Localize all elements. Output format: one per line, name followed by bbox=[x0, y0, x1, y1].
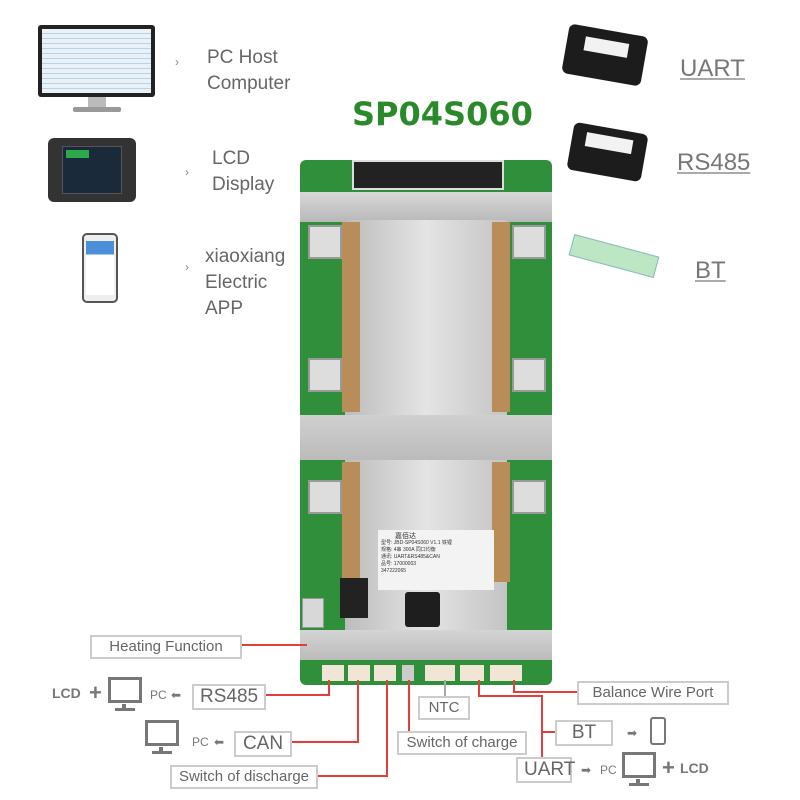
copper-bar bbox=[342, 222, 360, 412]
smartphone-icon bbox=[650, 717, 666, 745]
connector-discharge bbox=[374, 665, 396, 681]
connector-balance bbox=[490, 665, 522, 681]
bt-callout: BT bbox=[555, 720, 613, 746]
product-label-sticker: 嘉佰达 型号: JBD-SP04S060 V1.1 铁锂 规格: 4串 300A… bbox=[378, 530, 494, 590]
uart-label: UART bbox=[680, 55, 745, 82]
model-text: 型号: JBD-SP04S060 V1.1 铁锂 bbox=[381, 540, 452, 546]
pc-host-label: PC Host Computer bbox=[207, 45, 290, 97]
label-line: Display bbox=[212, 174, 275, 195]
chevron-right-icon: › bbox=[185, 260, 189, 274]
mosfet-chip bbox=[405, 592, 440, 627]
terminal-c-minus bbox=[308, 480, 342, 514]
terminal-b-minus bbox=[512, 225, 546, 259]
bt-module-icon bbox=[568, 233, 660, 279]
rs485-box-icon bbox=[566, 121, 649, 183]
lcd-text: LCD bbox=[680, 760, 709, 776]
label-line: xiaoxiang bbox=[205, 246, 286, 267]
bt-label: BT bbox=[695, 257, 726, 284]
copper-bar bbox=[492, 462, 510, 582]
lcd-display-icon bbox=[48, 138, 136, 202]
pc-text: PC bbox=[192, 735, 209, 749]
plus-icon: + bbox=[662, 755, 675, 780]
barcode-text: 347222065 bbox=[381, 568, 407, 574]
monitor-icon bbox=[108, 677, 146, 713]
smartphone-app-icon bbox=[82, 233, 118, 303]
product-title: SP04S060 bbox=[352, 95, 533, 133]
terminal-b-minus bbox=[512, 358, 546, 392]
arrow-right-icon: ➡ bbox=[627, 726, 638, 740]
label-line: LCD bbox=[212, 148, 251, 169]
monitor-icon bbox=[622, 752, 660, 788]
brand-text: 嘉佰达 bbox=[395, 533, 416, 540]
uart-callout: UART bbox=[516, 757, 575, 783]
ntc-callout: NTC bbox=[418, 696, 470, 720]
pc-text: PC bbox=[150, 688, 167, 702]
charge-switch-callout: Switch of charge bbox=[397, 731, 527, 755]
center-shield bbox=[345, 220, 507, 420]
bms-board: 嘉佰达 型号: JBD-SP04S060 V1.1 铁锂 规格: 4串 300A… bbox=[300, 160, 552, 685]
pc-text: PC bbox=[600, 763, 617, 777]
connector-bt-uart bbox=[460, 665, 484, 681]
pc-host-icon bbox=[38, 25, 155, 115]
uart-box-icon bbox=[561, 23, 649, 87]
discharge-switch-callout: Switch of discharge bbox=[170, 765, 318, 789]
copper-bar bbox=[342, 462, 360, 582]
terminal-b-minus bbox=[512, 480, 546, 514]
app-label: xiaoxiang Electric APP bbox=[205, 244, 285, 322]
balance-wire-port-callout: Balance Wire Port bbox=[577, 681, 729, 705]
lcd-display-label: LCD Display bbox=[212, 146, 274, 198]
spec-text: 规格: 4串 300A 同口均衡 bbox=[381, 547, 436, 553]
connector-can bbox=[348, 665, 370, 681]
chevron-right-icon: › bbox=[185, 165, 189, 179]
top-connector bbox=[352, 160, 504, 190]
code-text: 品号: 17000003 bbox=[381, 561, 417, 567]
comm-text: 通讯: UART&RS485&CAN bbox=[381, 554, 440, 560]
monitor-icon bbox=[145, 720, 183, 756]
arrow-left-icon: ⬅ bbox=[171, 688, 182, 702]
heating-pad bbox=[302, 598, 324, 628]
rs485-label: RS485 bbox=[677, 149, 751, 176]
top-shield bbox=[300, 192, 552, 222]
chevron-right-icon: › bbox=[175, 55, 179, 69]
label-line: PC Host bbox=[207, 47, 278, 68]
arrow-right-icon: ➡ bbox=[581, 763, 592, 777]
plus-icon: + bbox=[89, 680, 102, 705]
arrow-left-icon: ⬅ bbox=[214, 735, 225, 749]
middle-shield bbox=[300, 415, 552, 460]
connector-rs485 bbox=[322, 665, 344, 681]
label-line: Computer bbox=[207, 73, 291, 94]
connector-ntc bbox=[425, 665, 455, 681]
label-line: APP bbox=[205, 298, 244, 319]
relay-connector bbox=[340, 578, 368, 618]
label-line: Electric bbox=[205, 272, 268, 293]
terminal-b-minus bbox=[308, 225, 342, 259]
bottom-shield bbox=[300, 630, 552, 660]
terminal-c-minus bbox=[308, 358, 342, 392]
connector-charge bbox=[402, 665, 414, 681]
copper-bar bbox=[492, 222, 510, 412]
heating-function-callout: Heating Function bbox=[90, 635, 242, 659]
can-callout: CAN bbox=[234, 731, 292, 757]
rs485-callout: RS485 bbox=[192, 684, 266, 710]
lcd-text: LCD bbox=[52, 685, 81, 701]
